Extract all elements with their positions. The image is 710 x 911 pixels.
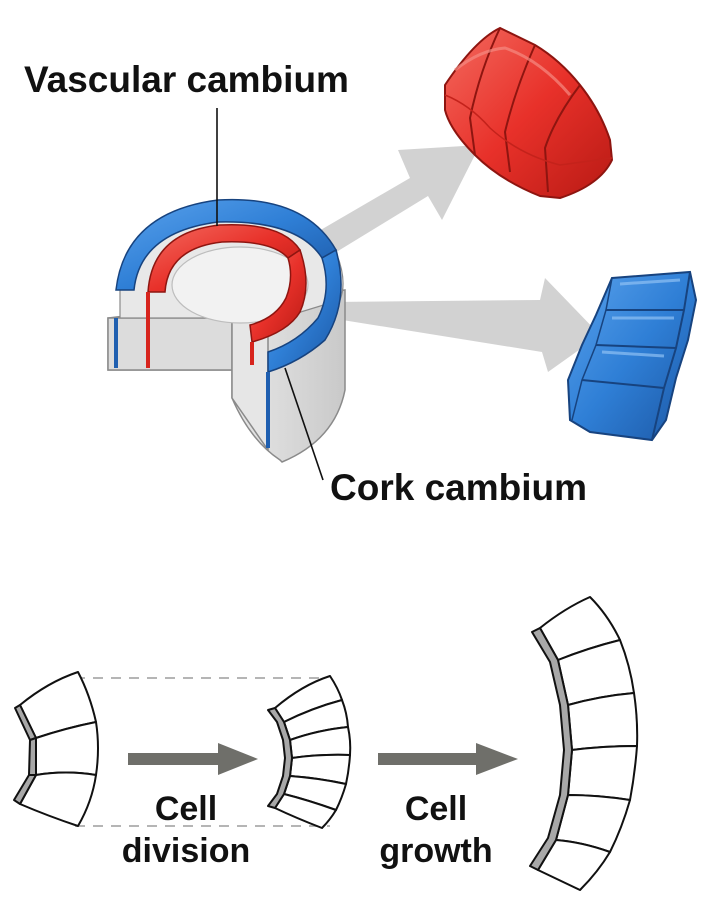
cell-division-arrow xyxy=(128,743,258,775)
cork-cambium-label: Cork cambium xyxy=(330,467,587,508)
cork-cambium-ring xyxy=(114,198,342,448)
arrow-to-phloem-block xyxy=(330,278,600,372)
cell-division-label-line1: Cell xyxy=(155,790,217,828)
cork-cells-block xyxy=(566,270,698,442)
division-dashed-guides xyxy=(75,677,330,827)
vascular-cambium-ring xyxy=(146,223,307,368)
cell-growth-label-line1: Cell xyxy=(405,790,467,828)
cork-cambium-leader xyxy=(284,367,324,481)
divided-cells xyxy=(267,675,352,829)
vascular-cambium-label: Vascular cambium xyxy=(24,59,349,100)
cell-growth-label-line2: growth xyxy=(379,832,492,870)
original-cells xyxy=(13,671,99,827)
grown-cells xyxy=(529,596,639,891)
cell-growth-arrow xyxy=(378,743,518,775)
arrow-to-xylem-block xyxy=(300,145,480,262)
cell-division-label-line2: division xyxy=(122,832,250,870)
vascular-cells-block xyxy=(444,26,614,200)
